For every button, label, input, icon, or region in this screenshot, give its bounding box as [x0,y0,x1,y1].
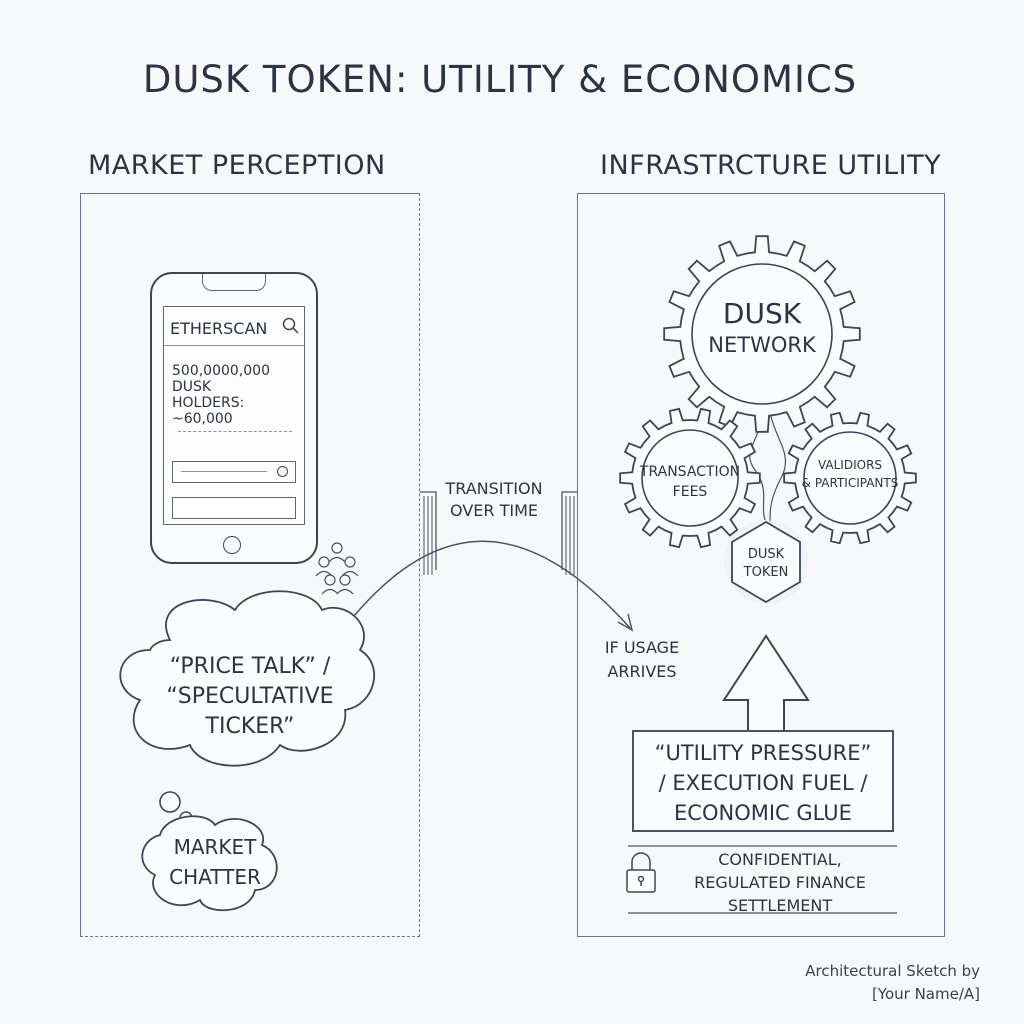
dusk-token-label: DUSK TOKEN [743,547,789,580]
gear-inner-circle [803,431,897,525]
thought-bubble-small [141,815,278,912]
holders-count: HOLDERS: ~60,000 [172,395,245,427]
credit-text: Architectural Sketch by [Your Name/A] [805,962,980,1003]
settlement-text: CONFIDENTIAL, REGULATED FINANCE SETTLEME… [694,850,866,915]
dusk-network-label: DUSK NETWORK [708,297,816,357]
transaction-fees-label: TRANSACTION FEES [639,464,741,500]
phone-search-field[interactable] [172,461,296,483]
crowd-icon [315,542,359,595]
left-column-heading: MARKET PERCEPTION [88,150,386,181]
gear-outline [663,235,861,433]
infrastructure-utility-panel [577,193,945,937]
gear-inner-circle [691,263,833,405]
transition-label: TRANSITION OVER TIME [445,479,543,520]
phone-dashed-divider [178,431,292,432]
gear-icon-validators [783,411,917,545]
lock-icon [626,852,656,893]
etherscan-app-name: ETHERSCAN [170,319,268,338]
page-title: DUSK TOKEN: UTILITY & ECONOMICS [142,58,858,101]
validators-label: VALIDIORS & PARTICIPANTS [801,458,899,490]
phone-divider [164,345,304,346]
utility-pressure-box: “UTILITY PRESSURE” / EXECUTION FUEL / EC… [632,730,894,832]
gear-icon-fees [619,407,761,549]
market-perception-panel [80,193,420,937]
phone-screen: ETHERSCAN 500,0000,000 DUSK HOLDERS: ~60… [163,306,305,525]
transition-bracket [420,491,578,575]
token-hexagon [731,520,801,604]
phone-notch [202,274,266,291]
utility-pressure-text: “UTILITY PRESSURE” / EXECUTION FUEL / EC… [654,741,872,825]
search-icon[interactable] [282,317,300,335]
thought-bubble-main [119,590,376,767]
gear-outline [619,407,761,549]
price-talk-text: “PRICE TALK” / “SPECULTATIVE TICKER” [166,654,334,739]
token-supply: 500,0000,000 DUSK [172,363,270,395]
up-arrow-icon [722,634,810,730]
right-column-heading: INFRASTRCTURE UTILITY [600,150,942,181]
if-usage-label: IF USAGE ARRIVES [604,638,680,681]
phone-button-field[interactable] [172,497,296,519]
phone-home-button [223,536,241,554]
phone-mockup: ETHERSCAN 500,0000,000 DUSK HOLDERS: ~60… [150,272,318,564]
transition-arc [343,540,631,629]
gear-icon-network [663,235,861,433]
arc-arrowhead-right [617,613,634,632]
gear-inner-circle [641,429,739,527]
market-chatter-text: MARKET CHATTER [169,835,261,889]
field-search-icon [277,466,288,477]
